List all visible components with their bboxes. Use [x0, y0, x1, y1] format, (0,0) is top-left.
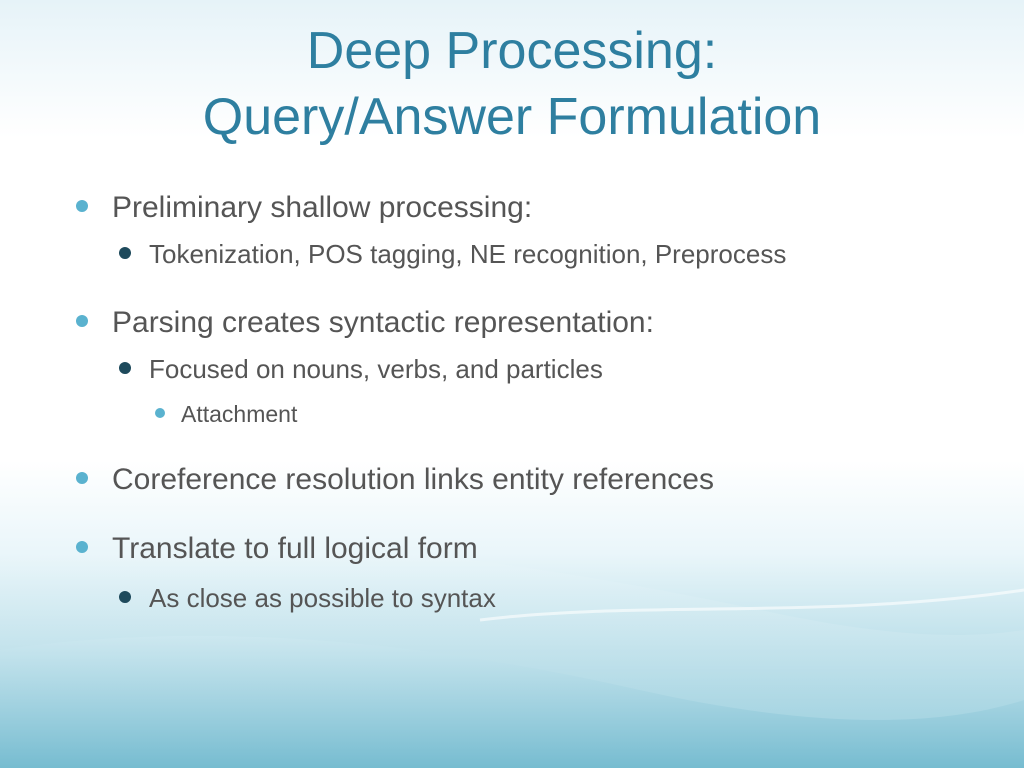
sub-sub-bullet-item: Attachment: [155, 400, 298, 428]
bullet-text: Parsing creates syntactic representation…: [112, 306, 654, 339]
sub-bullet-item: Focused on nouns, verbs, and particles: [119, 353, 603, 385]
bullet-text: Focused on nouns, verbs, and particles: [149, 354, 603, 384]
bullet-dot-icon: [76, 472, 88, 484]
bullet-text: Preliminary shallow processing:: [112, 191, 533, 224]
bullet-dot-icon: [119, 362, 131, 374]
bullet-text: Coreference resolution links entity refe…: [112, 463, 714, 496]
title-line-1: Deep Processing:: [306, 22, 718, 80]
bullet-dot-icon: [155, 408, 165, 418]
bullet-item: Coreference resolution links entity refe…: [76, 462, 714, 498]
wave-highlight: [479, 588, 1024, 622]
sub-bullet-item: As close as possible to syntax: [119, 582, 496, 614]
wave-shape-front: [0, 635, 1024, 768]
bullet-item: Preliminary shallow processing:: [76, 190, 533, 226]
slide-title: Deep Processing: Query/Answer Formulatio…: [0, 18, 1024, 150]
bullet-dot-icon: [76, 315, 88, 327]
bullet-text: Attachment: [181, 401, 298, 427]
bullet-text: Translate to full logical form: [112, 532, 478, 565]
sub-bullet-item: Tokenization, POS tagging, NE recognitio…: [119, 238, 787, 270]
bullet-text: Tokenization, POS tagging, NE recognitio…: [149, 239, 787, 269]
bullet-dot-icon: [76, 541, 88, 553]
title-line-2: Query/Answer Formulation: [202, 88, 822, 146]
bullet-dot-icon: [76, 200, 88, 212]
bullet-dot-icon: [119, 591, 131, 603]
bullet-item: Parsing creates syntactic representation…: [76, 305, 654, 341]
bullet-item: Translate to full logical form: [76, 531, 478, 567]
bullet-text: As close as possible to syntax: [149, 583, 496, 613]
bullet-dot-icon: [119, 247, 131, 259]
